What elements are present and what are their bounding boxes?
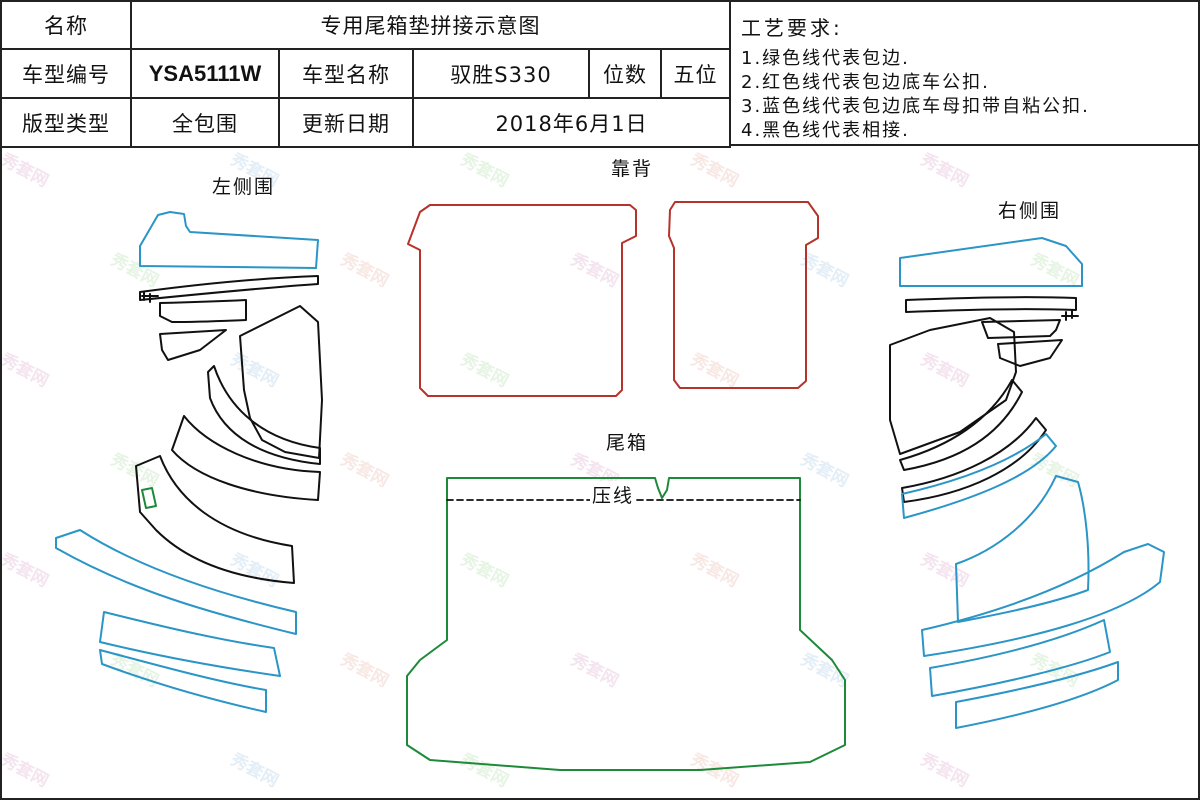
right-piece-wedge — [997, 339, 1063, 367]
left-piece-top — [139, 211, 319, 269]
right-piece-curve1 — [899, 379, 1023, 471]
right-piece-strip1 — [905, 296, 1077, 313]
right-piece-large — [955, 475, 1090, 623]
model-name-value: 驭胜S330 — [412, 48, 590, 99]
left-piece-tab-green — [141, 487, 157, 509]
right-piece-top — [899, 237, 1083, 287]
right-piece-long3 — [955, 661, 1119, 729]
process-requirements: 工艺要求: 1.绿色线代表包边. 2.红色线代表包边底车公扣. 3.蓝色线代表包… — [729, 0, 1200, 146]
left-side-label: 左侧围 — [212, 176, 276, 198]
right-piece-strip2 — [981, 319, 1061, 339]
diagram-title: 专用尾箱垫拼接示意图 — [129, 0, 732, 50]
seats-label: 位数 — [588, 48, 662, 99]
model-code-value: YSA5111W — [130, 48, 280, 99]
right-piece-curve3 — [901, 433, 1057, 519]
left-piece-strip2 — [159, 299, 247, 323]
left-piece-long1 — [55, 529, 297, 635]
requirements-title: 工艺要求: — [741, 16, 843, 40]
left-piece-trapezoid — [239, 305, 323, 459]
model-code-label: 车型编号 — [0, 48, 132, 99]
name-label: 名称 — [0, 0, 132, 50]
right-piece-long2 — [929, 619, 1111, 697]
requirement-item: 2.红色线代表包边底车公扣. — [741, 72, 990, 93]
press-line-label: 压线 — [590, 481, 637, 508]
right-piece-long1 — [921, 543, 1165, 657]
pattern-type-value: 全包围 — [130, 97, 280, 148]
model-name-label: 车型名称 — [278, 48, 414, 99]
left-piece-curve1 — [207, 365, 321, 465]
left-piece-wedge — [159, 329, 227, 361]
right-piece-curve2 — [901, 417, 1047, 503]
left-piece-long2 — [99, 611, 281, 677]
left-piece-strip1 — [139, 275, 319, 301]
left-piece-large — [135, 455, 295, 584]
right-piece-clip — [1061, 309, 1079, 321]
trunk-floor-piece — [406, 477, 846, 771]
requirement-item: 3.蓝色线代表包边底车母扣带自粘公扣. — [741, 96, 1090, 117]
right-piece-trapezoid — [889, 317, 1017, 455]
info-table: 名称 专用尾箱垫拼接示意图 车型编号 YSA5111W 车型名称 驭胜S330 … — [0, 0, 732, 148]
updated-label: 更新日期 — [278, 97, 414, 148]
backrest-left-piece — [407, 204, 637, 397]
updated-value: 2018年6月1日 — [411, 97, 732, 148]
requirement-item: 1.绿色线代表包边. — [741, 48, 910, 69]
seats-value: 五位 — [659, 48, 732, 99]
left-piece-curve2 — [171, 415, 321, 501]
right-side-label: 右侧围 — [998, 200, 1062, 222]
pattern-drawing — [55, 201, 1165, 771]
backrest-label: 靠背 — [611, 158, 654, 180]
pattern-type-label: 版型类型 — [0, 97, 132, 148]
left-piece-long3 — [99, 649, 267, 713]
trunk-label: 尾箱 — [606, 432, 649, 454]
left-piece-clip — [141, 291, 159, 303]
requirement-item: 4.黑色线代表相接. — [741, 120, 910, 141]
backrest-right-piece — [668, 201, 819, 389]
